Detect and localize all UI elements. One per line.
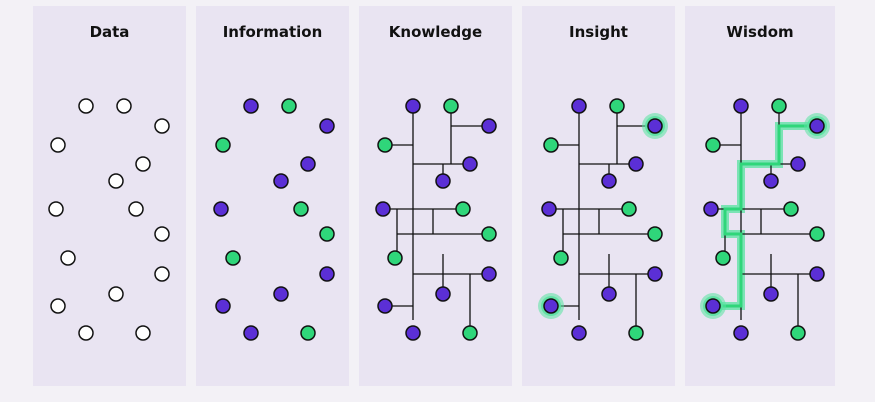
purple-node bbox=[809, 118, 825, 134]
purple-node bbox=[790, 156, 806, 172]
green-node bbox=[790, 325, 806, 341]
graph-data bbox=[48, 98, 170, 341]
green-node bbox=[293, 201, 309, 217]
panel-data: Data bbox=[33, 6, 186, 386]
data-point bbox=[48, 201, 64, 217]
green-node bbox=[715, 250, 731, 266]
green-node bbox=[443, 98, 459, 114]
purple-node bbox=[462, 156, 478, 172]
purple-node bbox=[543, 298, 559, 314]
green-node bbox=[543, 137, 559, 153]
purple-node bbox=[435, 286, 451, 302]
data-point bbox=[78, 98, 94, 114]
bottom-strip bbox=[0, 386, 875, 402]
green-node bbox=[809, 226, 825, 242]
graph-insight bbox=[538, 98, 668, 341]
data-point bbox=[154, 118, 170, 134]
purple-node bbox=[215, 298, 231, 314]
purple-node bbox=[213, 201, 229, 217]
green-node bbox=[455, 201, 471, 217]
panel-title-insight: Insight bbox=[569, 23, 628, 41]
green-node bbox=[609, 98, 625, 114]
purple-node bbox=[733, 98, 749, 114]
panel-wisdom: Wisdom bbox=[685, 6, 835, 386]
purple-node bbox=[541, 201, 557, 217]
purple-node bbox=[705, 298, 721, 314]
purple-node bbox=[481, 266, 497, 282]
purple-node bbox=[703, 201, 719, 217]
panel-title-wisdom: Wisdom bbox=[726, 23, 794, 41]
data-point bbox=[135, 156, 151, 172]
purple-node bbox=[405, 325, 421, 341]
green-node bbox=[215, 137, 231, 153]
purple-node bbox=[243, 325, 259, 341]
data-point bbox=[50, 137, 66, 153]
purple-node bbox=[601, 286, 617, 302]
panel-title-knowledge: Knowledge bbox=[388, 23, 483, 41]
purple-node bbox=[319, 118, 335, 134]
data-point bbox=[154, 226, 170, 242]
panel-information: Information bbox=[196, 6, 349, 386]
data-point bbox=[108, 286, 124, 302]
data-point bbox=[108, 173, 124, 189]
green-node bbox=[621, 201, 637, 217]
green-node bbox=[387, 250, 403, 266]
purple-node bbox=[405, 98, 421, 114]
panel-title-information: Information bbox=[222, 23, 323, 41]
purple-node bbox=[243, 98, 259, 114]
green-node bbox=[281, 98, 297, 114]
purple-node bbox=[375, 201, 391, 217]
graph-knowledge bbox=[375, 98, 497, 341]
purple-node bbox=[733, 325, 749, 341]
purple-node bbox=[377, 298, 393, 314]
panel-title-data: Data bbox=[89, 23, 130, 41]
purple-node bbox=[319, 266, 335, 282]
purple-node bbox=[763, 286, 779, 302]
purple-node bbox=[628, 156, 644, 172]
green-node bbox=[705, 137, 721, 153]
purple-node bbox=[601, 173, 617, 189]
purple-node bbox=[571, 325, 587, 341]
data-point bbox=[60, 250, 76, 266]
purple-node bbox=[481, 118, 497, 134]
green-node bbox=[319, 226, 335, 242]
data-point bbox=[50, 298, 66, 314]
graph-information bbox=[213, 98, 335, 341]
purple-node bbox=[647, 266, 663, 282]
purple-node bbox=[763, 173, 779, 189]
purple-node bbox=[435, 173, 451, 189]
purple-node bbox=[571, 98, 587, 114]
green-node bbox=[783, 201, 799, 217]
green-node bbox=[647, 226, 663, 242]
green-node bbox=[377, 137, 393, 153]
wisdom-path bbox=[711, 124, 819, 308]
purple-node bbox=[273, 173, 289, 189]
purple-node bbox=[809, 266, 825, 282]
data-point bbox=[78, 325, 94, 341]
green-node bbox=[300, 325, 316, 341]
purple-node bbox=[300, 156, 316, 172]
panel-knowledge: Knowledge bbox=[359, 6, 512, 386]
green-node bbox=[462, 325, 478, 341]
purple-node bbox=[273, 286, 289, 302]
graph-wisdom bbox=[700, 98, 830, 341]
data-point bbox=[128, 201, 144, 217]
data-point bbox=[135, 325, 151, 341]
wisdom-path-glow bbox=[709, 122, 821, 310]
green-node bbox=[628, 325, 644, 341]
green-node bbox=[481, 226, 497, 242]
green-node bbox=[553, 250, 569, 266]
panel-insight: Insight bbox=[522, 6, 675, 386]
purple-node bbox=[647, 118, 663, 134]
green-node bbox=[771, 98, 787, 114]
data-point bbox=[154, 266, 170, 282]
data-point bbox=[116, 98, 132, 114]
green-node bbox=[225, 250, 241, 266]
